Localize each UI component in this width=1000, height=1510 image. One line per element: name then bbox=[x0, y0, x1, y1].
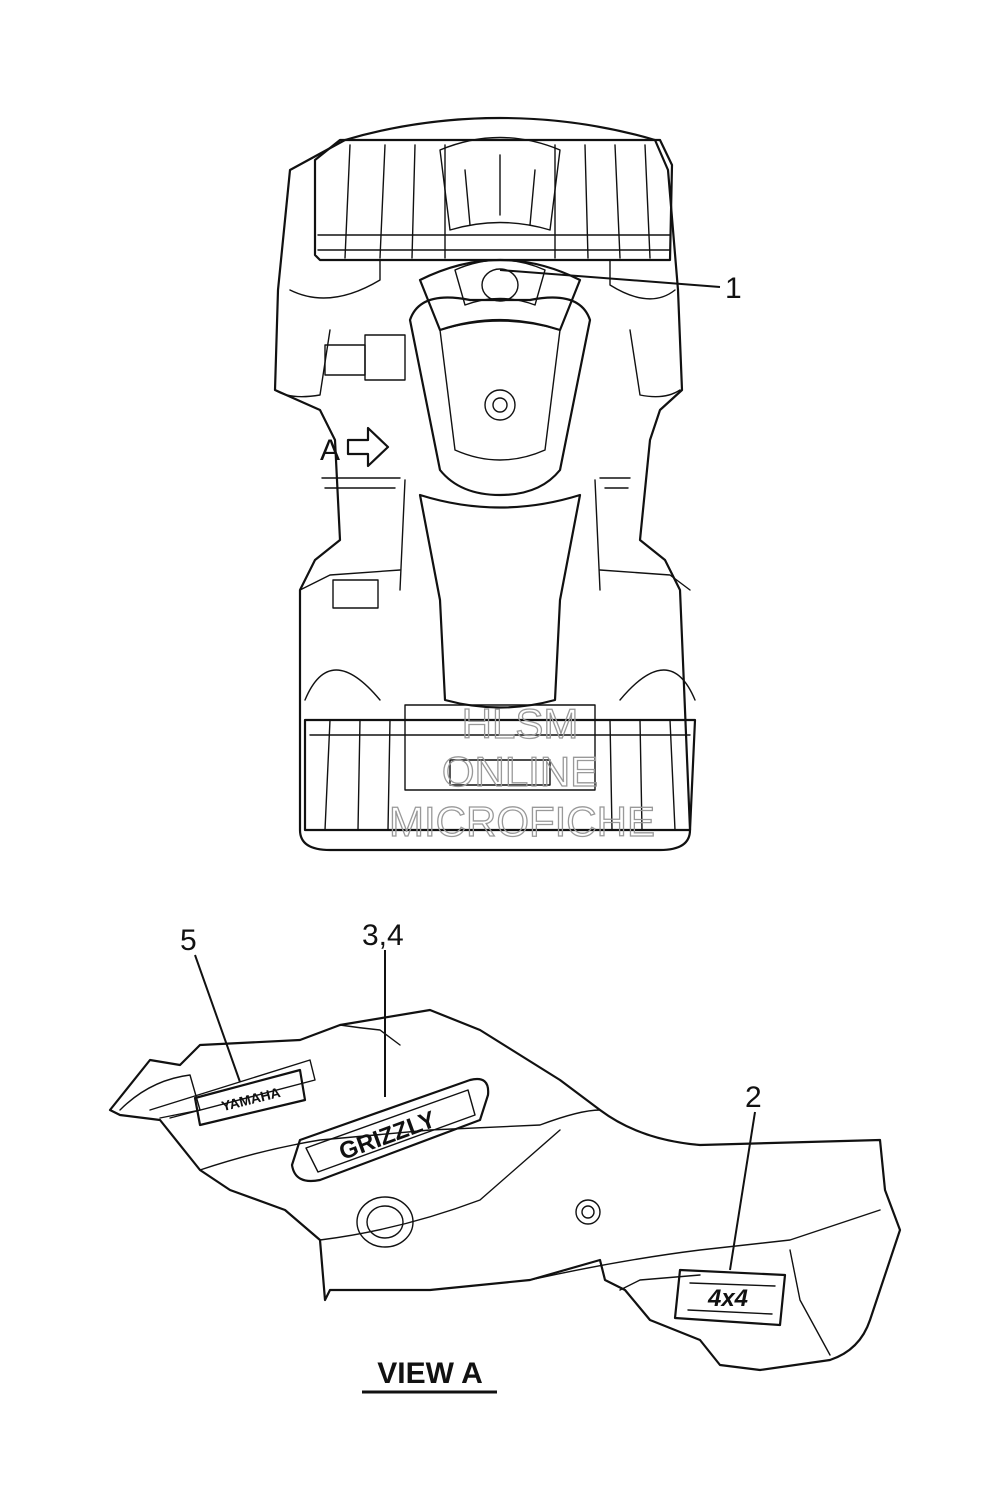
four-by-four-decal: 4x4 bbox=[673, 1268, 787, 1327]
view-a-label: VIEW A bbox=[377, 1357, 483, 1390]
view-arrow-icon bbox=[346, 426, 390, 468]
watermark-line3: MICROFICHE bbox=[389, 798, 655, 845]
watermark-line2: ONLINE bbox=[442, 748, 598, 795]
grizzly-decal: GRIZZLY bbox=[290, 1077, 490, 1183]
watermark-line1: HLSM bbox=[462, 700, 579, 747]
atv-top-view bbox=[273, 116, 721, 852]
view-a-title: VIEW A bbox=[362, 1357, 497, 1394]
grizzly-decal-text: GRIZZLY bbox=[336, 1106, 440, 1166]
callout-1: 1 bbox=[725, 272, 742, 305]
view-a-side-panel: YAMAHA GRIZZLY 4x4 bbox=[108, 950, 902, 1372]
callout-2: 2 bbox=[745, 1081, 762, 1114]
four-by-four-decal-text: 4x4 bbox=[707, 1285, 748, 1312]
watermark: HLSM ONLINE MICROFICHE bbox=[388, 699, 655, 845]
view-a-marker: A bbox=[320, 426, 390, 468]
view-marker-letter: A bbox=[320, 434, 340, 467]
callout-3-4: 3,4 bbox=[362, 919, 404, 952]
callout-5: 5 bbox=[180, 924, 197, 957]
